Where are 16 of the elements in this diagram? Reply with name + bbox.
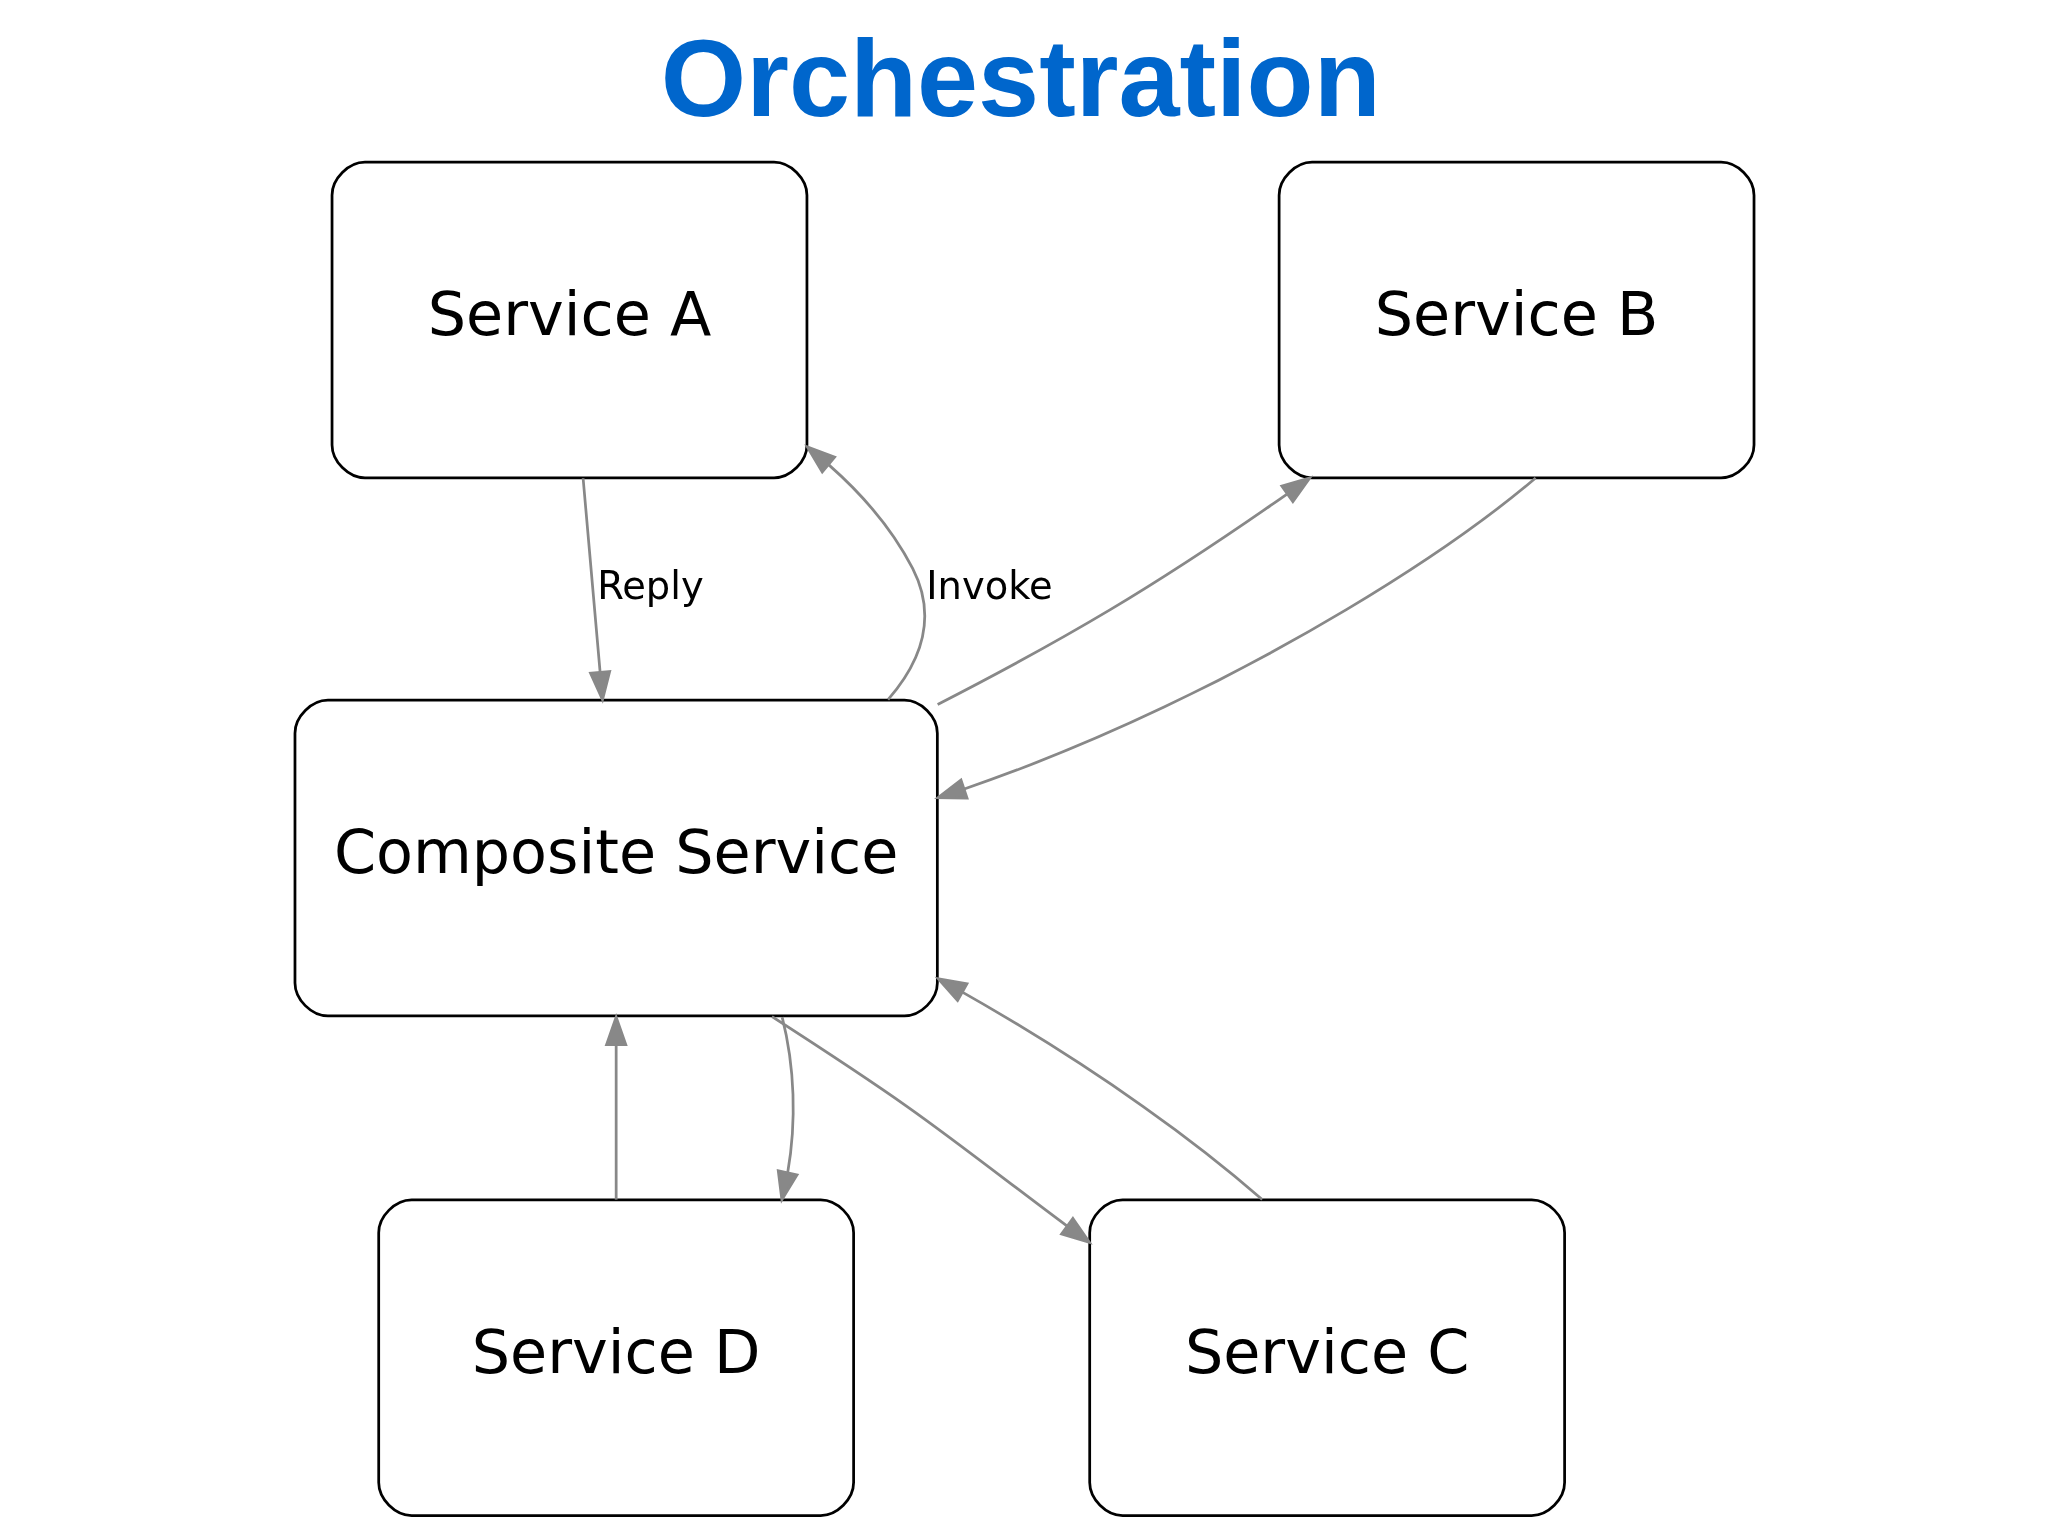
node-box: Service A [330,160,808,480]
arrow [604,1013,628,1200]
edge-label: Reply [596,563,704,609]
arrow [776,1016,799,1204]
arrow [581,478,611,704]
node-box: Service D [376,1198,855,1517]
diagram-title: Orchestration [660,16,1381,139]
arrow [770,1015,1093,1245]
arrow [934,976,1263,1201]
arrow [936,475,1313,706]
node-box: Service B [1277,160,1755,480]
arrow [933,476,1536,800]
node-box: Service C [1087,1198,1566,1517]
arrow [803,444,926,701]
edge-label: Invoke [925,563,1053,609]
node-box: Composite Service [293,698,939,1018]
